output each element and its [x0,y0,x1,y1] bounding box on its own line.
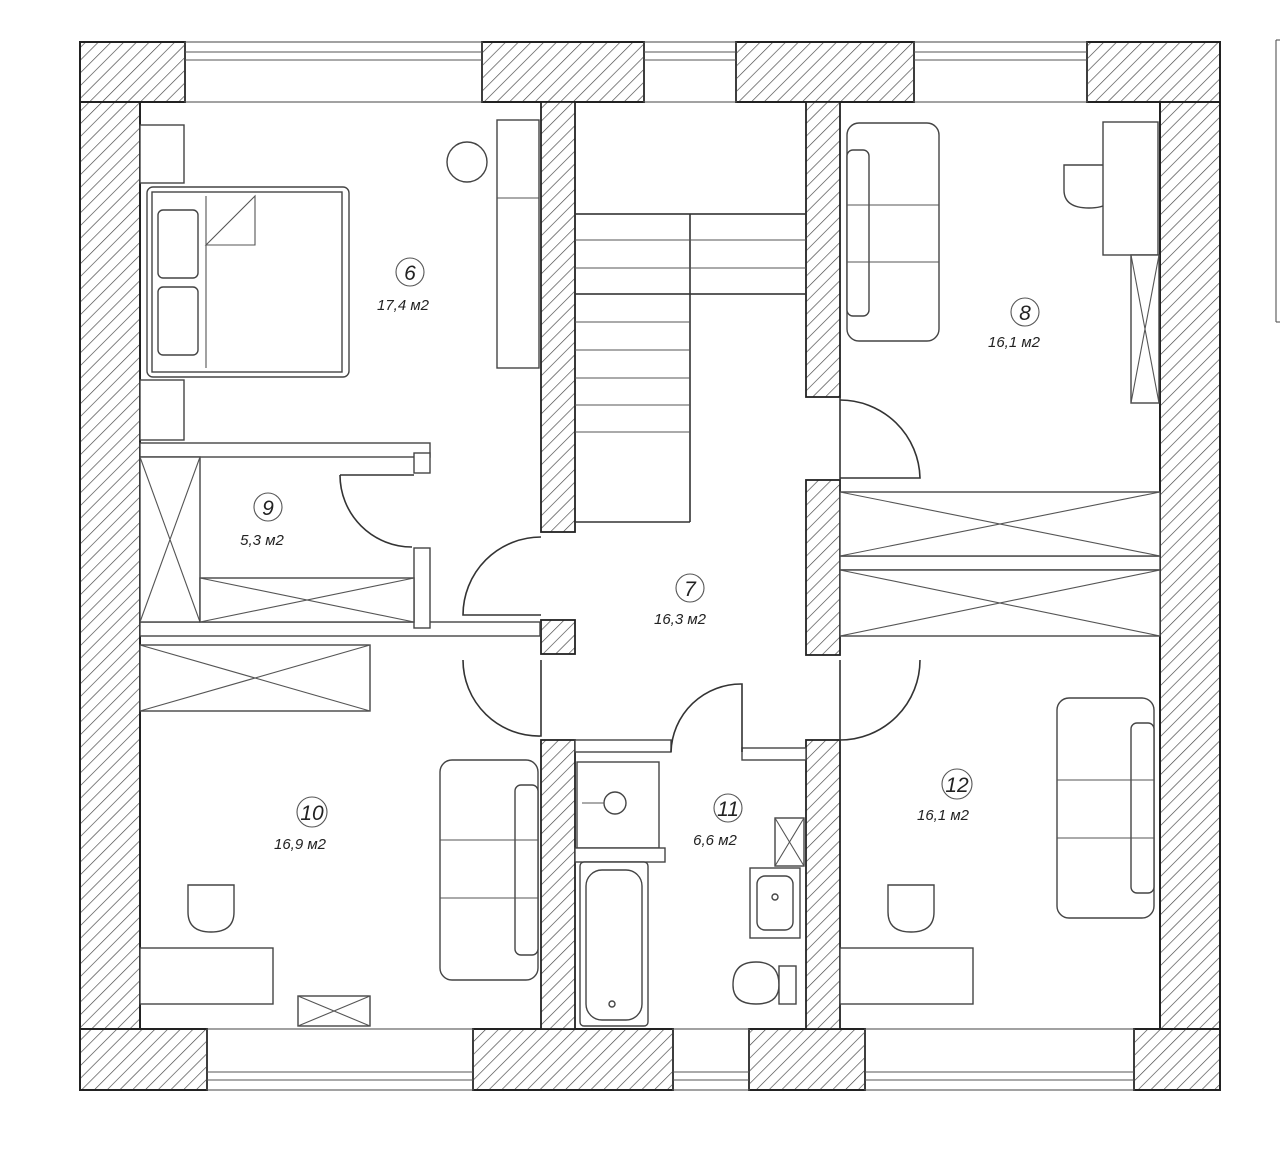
room-10-label: 10 16,9 м2 [274,796,328,853]
windows [184,41,1135,1091]
room-10-furniture [139,644,539,1027]
room-7-area: 16,3 м2 [654,611,707,628]
room-8-label: 8 16,1 м2 [988,297,1041,351]
room-12-area: 16,1 м2 [917,807,970,824]
room-9-label: 9 5,3 м2 [240,492,284,549]
room-10-number: 10 [300,802,324,825]
room-6-area: 17,4 м2 [377,297,430,314]
room-9-furniture [139,456,415,623]
room-10-area: 16,9 м2 [274,836,327,853]
staircase [574,213,807,523]
room-8-number: 8 [1019,302,1031,325]
room-8-area: 16,1 м2 [988,334,1041,351]
legend-table-fragment [1275,39,1280,323]
doors [339,397,921,753]
room-6-furniture [139,119,540,441]
room-11-furniture [574,761,805,1027]
room-9-area: 5,3 м2 [240,532,284,549]
interior-walls [139,101,1161,1030]
room-9-number: 9 [262,497,274,520]
exterior-walls [79,41,1221,1091]
room-11-label: 11 6,6 м2 [693,793,743,849]
room-6-label: 6 17,4 м2 [377,257,430,314]
room-7-label: 7 16,3 м2 [654,573,707,628]
room-6-number: 6 [404,262,416,285]
room-8-furniture [839,121,1161,557]
room-12-furniture [839,569,1161,1005]
room-12-label: 12 16,1 м2 [917,768,973,824]
room-12-number: 12 [945,774,969,797]
room-11-number: 11 [717,798,739,821]
room-7-number: 7 [684,578,697,601]
room-11-area: 6,6 м2 [693,832,737,849]
